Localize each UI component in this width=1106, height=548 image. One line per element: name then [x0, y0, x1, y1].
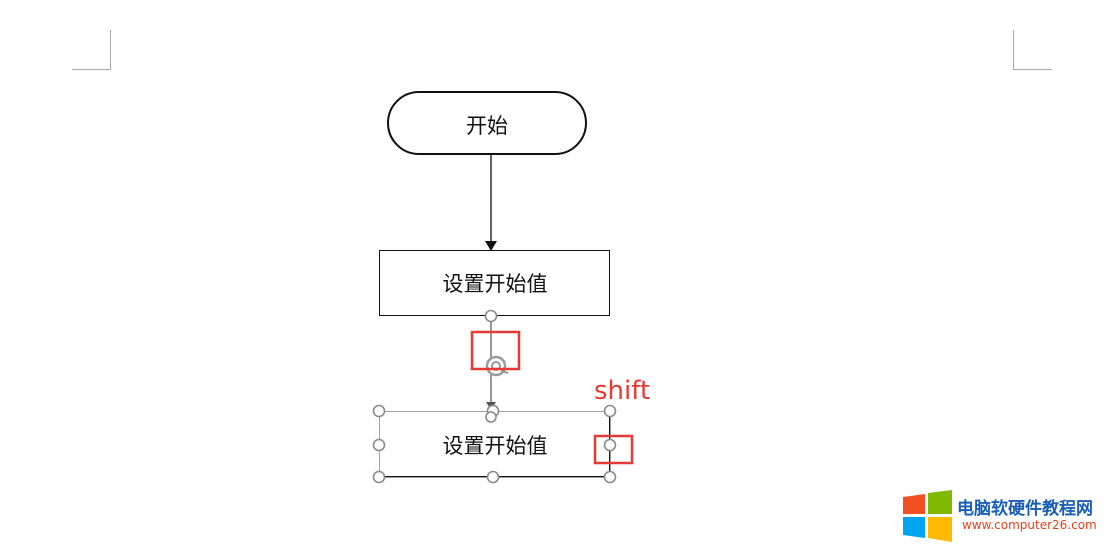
resize-handle-bottom-left[interactable] [372, 470, 386, 484]
crop-mark-top-right [1013, 30, 1052, 70]
connection-point-handle-top[interactable] [485, 411, 497, 423]
windows-logo-icon [903, 490, 952, 542]
resize-handle-top-left[interactable] [372, 404, 386, 418]
watermark-title: 电脑软硬件教程网 [957, 499, 1093, 519]
highlight-box-rotate [470, 330, 521, 371]
process-node-1-shape[interactable] [379, 250, 610, 316]
connector-arrowhead [485, 241, 497, 251]
resize-handle-bottom-middle[interactable] [486, 470, 500, 484]
resize-handle-middle-right[interactable] [603, 438, 617, 452]
resize-handles[interactable] [372, 404, 617, 484]
rotate-handle-icon[interactable] [485, 355, 509, 377]
highlight-box-resize [593, 434, 634, 465]
crop-mark-top-left [72, 30, 111, 70]
resize-handle-bottom-right[interactable] [603, 470, 617, 484]
resize-handle-middle-left[interactable] [372, 438, 386, 452]
shift-hint-label: shift [594, 376, 651, 406]
site-watermark: 电脑软硬件教程网 www.computer26.com [900, 488, 1100, 544]
resize-handle-top-right[interactable] [603, 404, 617, 418]
watermark-url: www.computer26.com [962, 518, 1097, 532]
connection-point-handle[interactable] [484, 309, 498, 323]
start-node-shape[interactable] [387, 91, 587, 155]
